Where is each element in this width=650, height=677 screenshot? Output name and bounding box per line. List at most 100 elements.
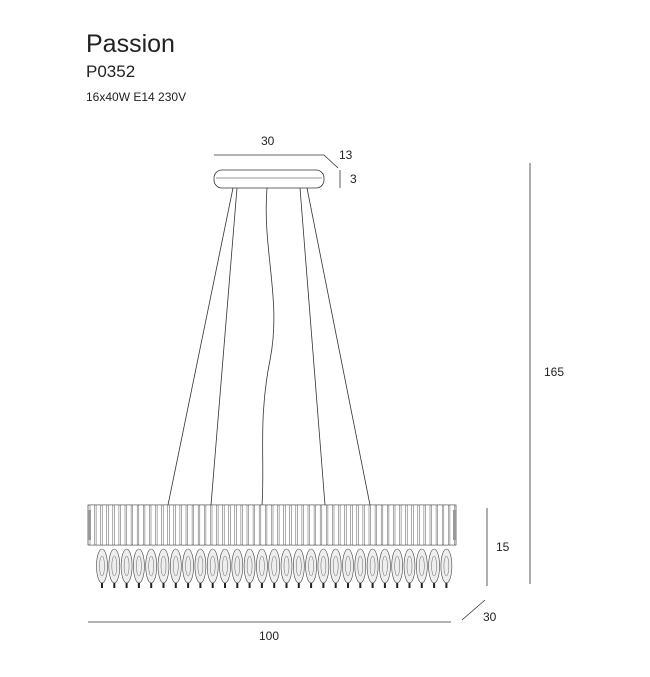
crystal-facet (123, 555, 130, 577)
crystal-facet (283, 555, 290, 577)
crystal (366, 548, 379, 584)
rod (242, 504, 248, 546)
rod (230, 504, 236, 546)
rod (187, 504, 193, 546)
rod (315, 504, 321, 546)
crystal (96, 548, 108, 584)
rod (370, 504, 376, 546)
crystal-facet (443, 555, 450, 577)
crystal (243, 548, 256, 584)
chandelier-shade (87, 504, 457, 588)
crystal (170, 548, 182, 584)
rod (266, 504, 272, 546)
rod (236, 504, 242, 546)
rod (291, 504, 297, 546)
rod (406, 504, 412, 546)
crystal (342, 548, 354, 584)
rod (400, 504, 406, 546)
crystal (182, 548, 194, 584)
rod (169, 504, 175, 546)
wire (306, 187, 371, 506)
crystal-facet (271, 555, 277, 577)
crystal (108, 548, 121, 584)
rod-edge (453, 510, 456, 540)
crystal (206, 548, 219, 584)
crystal (428, 548, 440, 584)
rod (333, 504, 339, 546)
crystal-facet (394, 555, 400, 577)
rod (278, 504, 284, 546)
crystal-facet (345, 555, 351, 577)
crystal (268, 548, 281, 584)
crystal-facet (246, 555, 253, 577)
crystal-facet (369, 555, 376, 577)
crystal (292, 548, 305, 584)
rod (156, 504, 162, 546)
rod (309, 504, 315, 546)
rod (254, 504, 260, 546)
rod (297, 504, 303, 546)
rod (437, 504, 443, 546)
product-spec: 16x40W E14 230V (86, 90, 187, 104)
crystal-facet (209, 555, 216, 577)
crystal-facet (111, 555, 118, 577)
rod (382, 504, 388, 546)
crystal (145, 548, 157, 584)
rod (443, 504, 449, 546)
rod (114, 504, 120, 546)
crystal (194, 548, 207, 584)
rod (358, 504, 364, 546)
rod (260, 504, 266, 546)
crystal-facet (357, 555, 364, 577)
rod (126, 504, 132, 546)
rod (248, 504, 254, 546)
crystal-facet (259, 555, 265, 577)
rod (345, 504, 351, 546)
dim-canopy-offset: 13 (339, 148, 353, 162)
crystal-facet (197, 555, 204, 577)
crystal (157, 548, 170, 584)
crystal-facet (99, 555, 105, 577)
dim-total-height: 165 (544, 365, 565, 379)
crystal-facet (308, 555, 314, 577)
rod (272, 504, 278, 546)
rod (223, 504, 229, 546)
rod-edge (88, 510, 91, 540)
crystal (440, 548, 453, 584)
rod (376, 504, 382, 546)
crystal (379, 548, 391, 584)
rod (120, 504, 126, 546)
rod (199, 504, 205, 546)
product-code: P0352 (86, 62, 136, 81)
rod (144, 504, 150, 546)
rod (431, 504, 437, 546)
crystal (329, 548, 342, 584)
rod (284, 504, 290, 546)
crystal-facet (173, 555, 179, 577)
rod (101, 504, 107, 546)
rod (150, 504, 156, 546)
crystal (354, 548, 367, 584)
rod (352, 504, 358, 546)
rod (394, 504, 400, 546)
crystal (391, 548, 404, 584)
crystal-facet (320, 555, 327, 577)
crystal (219, 548, 231, 584)
rod (364, 504, 370, 546)
rod (425, 504, 431, 546)
rod (175, 504, 181, 546)
rod (108, 504, 114, 546)
rod (211, 504, 217, 546)
crystal (305, 548, 317, 584)
crystal-facet (382, 555, 388, 577)
crystal (133, 548, 145, 584)
rod (303, 504, 309, 546)
rod (132, 504, 138, 546)
rod (181, 504, 187, 546)
crystal (256, 548, 268, 584)
product-name: Passion (86, 30, 175, 58)
rod (413, 504, 419, 546)
dim-canopy-diameter: 30 (261, 134, 275, 148)
crystal-facet (222, 555, 228, 577)
